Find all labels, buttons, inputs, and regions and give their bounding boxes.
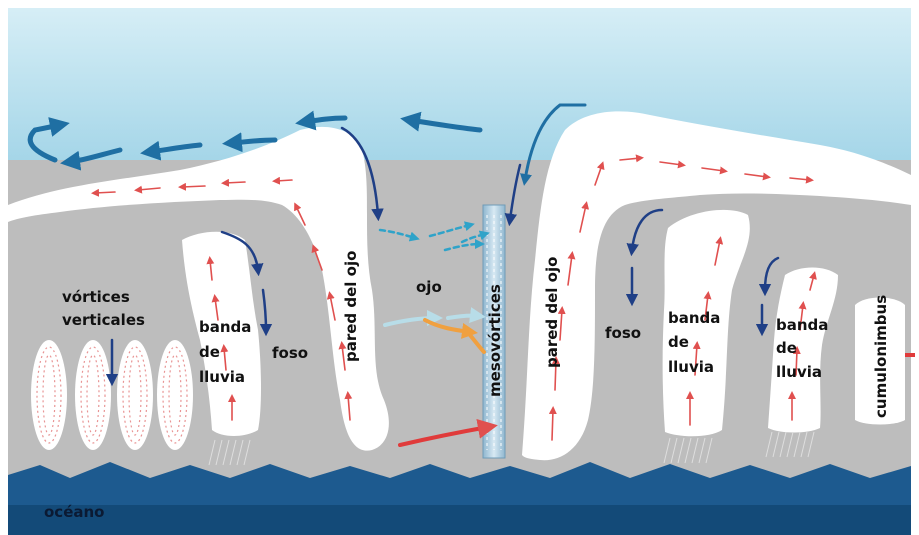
label-right2-lluvia: lluvia xyxy=(776,363,822,381)
label-oceano: océano xyxy=(44,503,104,521)
label-left-de: de xyxy=(199,343,220,361)
vortex-4 xyxy=(157,340,193,450)
label-mesovortices: mesovórtices xyxy=(486,284,504,397)
label-ojo: ojo xyxy=(416,278,442,296)
label-cumulonimbus: cumulonimbus xyxy=(872,295,890,418)
label-left-foso: foso xyxy=(272,344,308,362)
label-left-pared-del-ojo: pared del ojo xyxy=(342,251,360,362)
label-vortices-line1: vórtices xyxy=(62,288,130,306)
ocean-deep xyxy=(8,505,911,535)
label-right1-de: de xyxy=(668,333,689,351)
label-left-banda: banda xyxy=(199,318,251,336)
label-right-foso: foso xyxy=(605,324,641,342)
label-right1-lluvia: lluvia xyxy=(668,358,714,376)
label-right-pared-del-ojo: pared del ojo xyxy=(543,257,561,368)
label-right1-banda: banda xyxy=(668,309,720,327)
label-vortices-line2: verticales xyxy=(62,311,145,329)
label-left-lluvia: lluvia xyxy=(199,368,245,386)
label-right2-de: de xyxy=(776,339,797,357)
label-right2-banda: banda xyxy=(776,316,828,334)
